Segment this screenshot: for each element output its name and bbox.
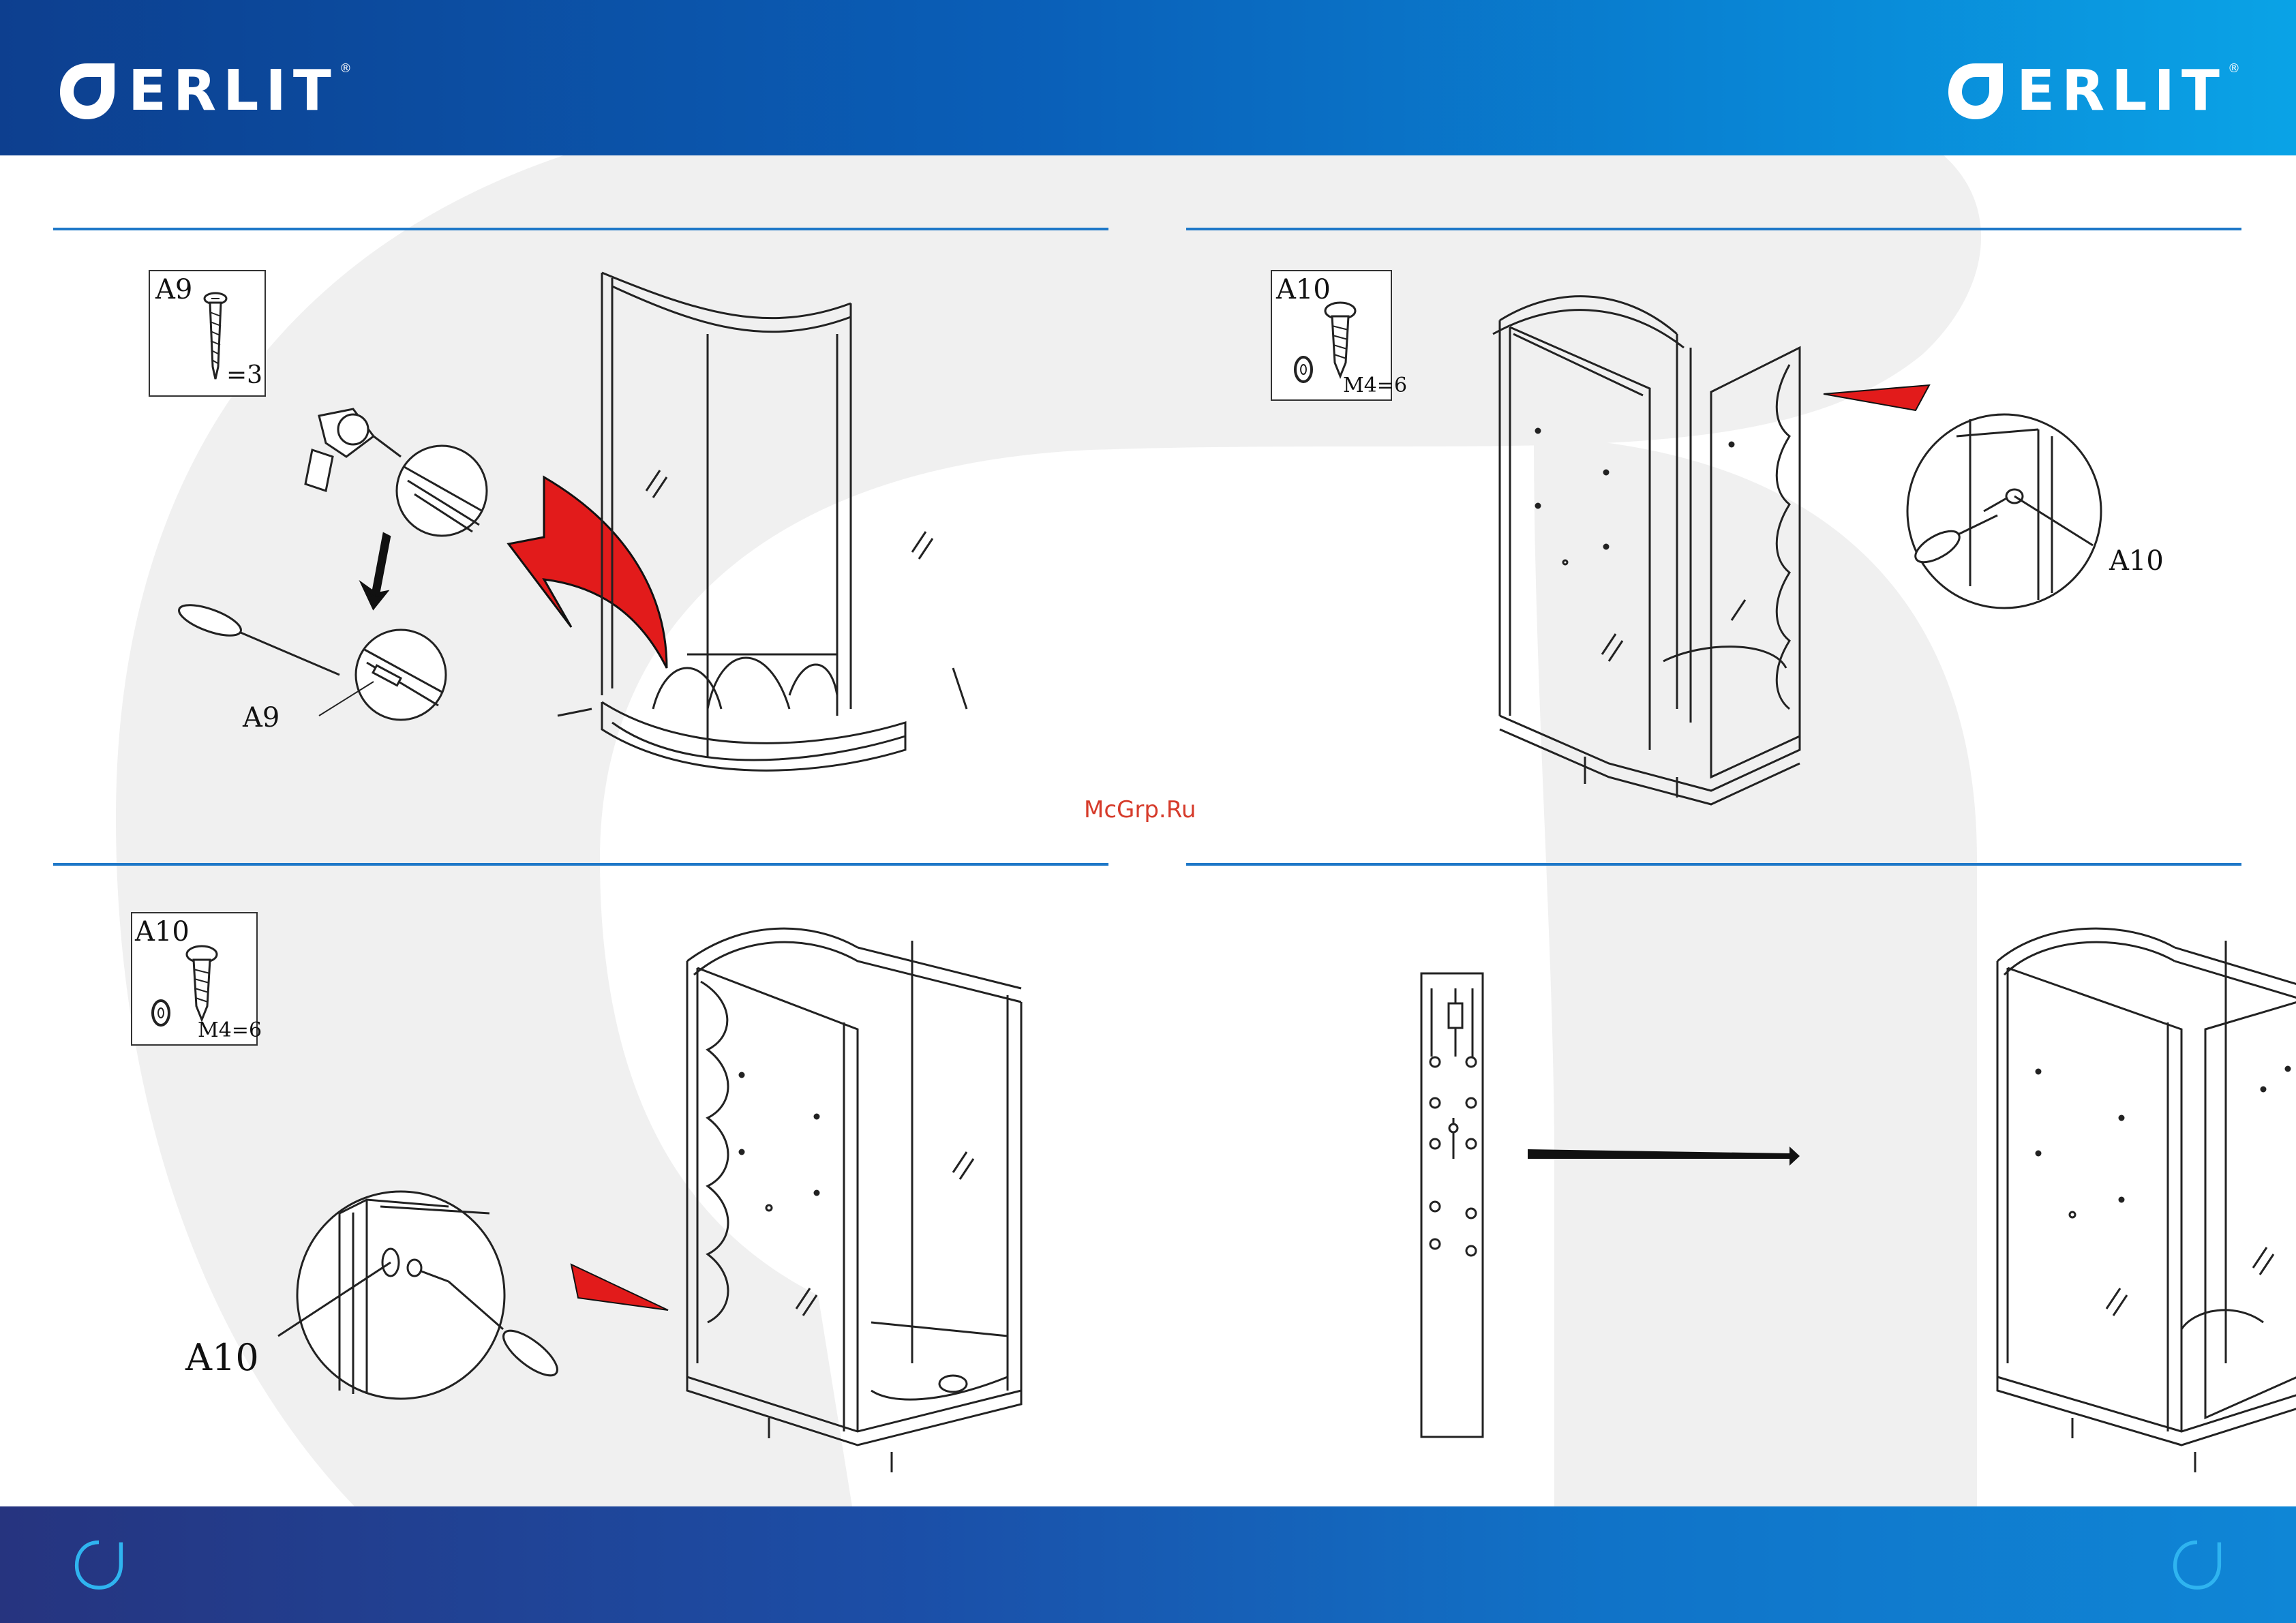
logo-mark-icon <box>1942 57 2010 125</box>
callout-label-step-2: A10 <box>2109 545 2164 577</box>
brand-logo-left: ERLIT ® <box>53 53 352 128</box>
footer-bar <box>0 1506 2296 1623</box>
detail-circle-fastening <box>278 1192 564 1399</box>
registered-mark: ® <box>2228 61 2240 76</box>
power-drill-icon <box>305 409 401 491</box>
black-direction-arrow <box>1528 1147 1800 1166</box>
logo-mark-icon <box>2166 1534 2228 1595</box>
detail-circle-drilling <box>397 446 487 536</box>
red-direction-arrow <box>571 1264 668 1310</box>
red-direction-arrow <box>1824 385 1929 410</box>
section-rule-mid-right <box>1186 863 2241 866</box>
section-rule-top-left <box>53 228 1108 230</box>
red-direction-arrow <box>509 477 667 668</box>
section-rule-top-right <box>1186 228 2241 230</box>
step-2-illustration <box>1186 232 2250 845</box>
header-bar: ERLIT ® ERLIT ® <box>0 0 2296 155</box>
detail-circle-screwing <box>356 630 446 720</box>
screwdriver-icon <box>175 599 339 675</box>
down-arrow-icon <box>364 535 389 607</box>
logo-mark-icon <box>53 57 121 125</box>
callout-label-step-3: A10 <box>185 1336 259 1379</box>
step-3-illustration <box>53 886 1117 1500</box>
detail-circle-fastening <box>1907 414 2101 608</box>
section-rule-mid-left <box>53 863 1108 866</box>
step-4-illustration <box>1186 886 2250 1500</box>
enclosure-frame-with-panel <box>687 928 1021 1472</box>
registered-mark: ® <box>339 61 352 76</box>
logo-wordmark: ERLIT <box>128 59 338 123</box>
callout-label-step-1: A9 <box>243 702 280 733</box>
logo-wordmark: ERLIT <box>2016 59 2226 123</box>
step-1-illustration <box>53 232 1117 845</box>
logo-mark-icon <box>68 1534 130 1595</box>
brand-logo-right: ERLIT ® <box>1942 53 2240 128</box>
watermark-text: McGrp.Ru <box>1084 796 1196 823</box>
shower-column-panel <box>1421 973 1483 1437</box>
enclosure-curved-door <box>558 273 967 770</box>
enclosure-frame-with-panel <box>1493 297 1800 804</box>
